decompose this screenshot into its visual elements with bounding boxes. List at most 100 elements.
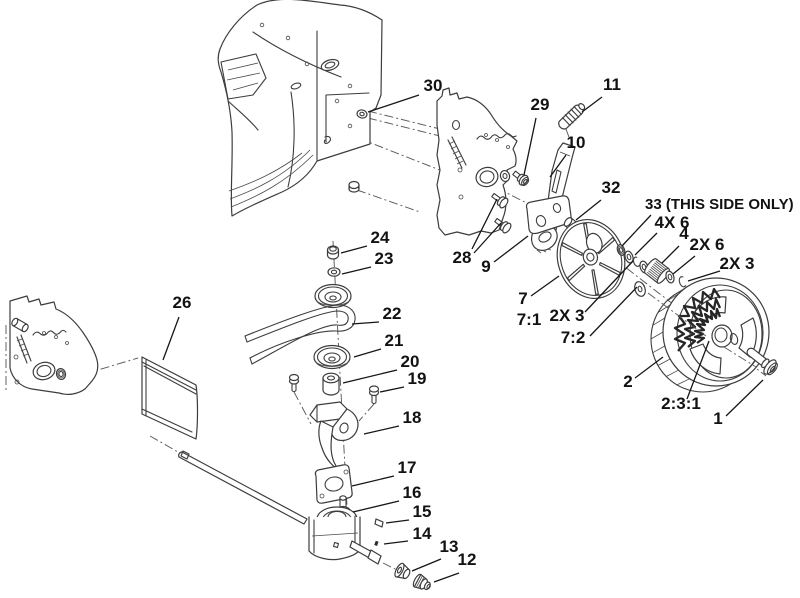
spacer-20 [322, 372, 340, 396]
callout-label: 10 [567, 133, 586, 152]
callout-label: 7:1 [517, 310, 542, 329]
housing-flange-nut [348, 180, 360, 193]
callout-label: 7:2 [561, 328, 586, 347]
rear-wheel-2 [647, 277, 770, 393]
washer-33 [616, 244, 626, 256]
nut-24 [326, 245, 340, 260]
callout-9: 9 [481, 235, 529, 276]
callout-label: 32 [602, 178, 621, 197]
drive-belt-22 [244, 304, 356, 365]
axle-shaft [178, 450, 308, 525]
washer-6-c [665, 270, 675, 284]
housing-handle-slot [320, 58, 340, 72]
callout-7-1: 7:1 [517, 310, 542, 329]
callout-label: 22 [383, 304, 402, 323]
key-14 [374, 540, 379, 547]
callout-label: 16 [403, 483, 422, 502]
transmission-bracket-18 [309, 401, 359, 471]
callout-1: 1 [713, 379, 764, 428]
callout-label: 18 [403, 408, 422, 427]
height-adjuster-plate-left [9, 295, 99, 395]
callout-20: 20 [342, 352, 420, 384]
callout-33-note: 33 (THIS SIDE ONLY) [621, 196, 794, 247]
gear-wheel-7 [556, 219, 626, 299]
bolt-28-lower [494, 217, 512, 234]
callout-19: 19 [379, 369, 427, 393]
callout-label: 13 [440, 537, 459, 556]
callout-24: 24 [340, 228, 390, 254]
callout-label: 24 [371, 228, 390, 247]
callout-14: 14 [383, 524, 432, 545]
height-adjuster-plate-right [436, 87, 518, 236]
callout-32: 32 [575, 178, 621, 221]
callout-10: 10 [549, 133, 586, 178]
idler-pulley [314, 283, 352, 309]
snap-ring-3-b [678, 276, 687, 288]
callout-label: 28 [453, 248, 472, 267]
callout-2x6: 2X 6 [672, 235, 724, 275]
wheel-gear-teeth [673, 287, 722, 352]
transmission-pulley-21 [313, 344, 351, 370]
cam-scallops [476, 133, 517, 140]
cable-clip [323, 135, 331, 145]
pivot-washer [499, 169, 511, 183]
callout-label: 29 [531, 95, 550, 114]
callout-7-2: 7:2 [561, 286, 638, 347]
bushing-13 [394, 562, 411, 580]
callout-21: 21 [353, 331, 404, 358]
keyed-pin-15 [374, 518, 384, 528]
callout-label: 4 [679, 224, 689, 243]
callout-label: 7 [518, 289, 527, 308]
callout-13: 13 [411, 537, 459, 572]
callout-2-3-1: 2:3:1 [661, 340, 710, 413]
callout-29: 29 [523, 95, 550, 176]
mower-housing [217, 0, 383, 217]
callout-11: 11 [581, 75, 621, 113]
bolt-19-left [288, 373, 300, 393]
callout-label: 19 [408, 369, 427, 388]
callout-label: 1 [713, 409, 722, 428]
pivot-washer-left [55, 367, 67, 381]
adjuster-grip-11 [558, 103, 586, 130]
nut-30 [356, 109, 368, 119]
torsion-spring-left [16, 334, 32, 364]
callout-2: 2 [623, 356, 664, 391]
callout-label: 2X 3 [550, 306, 585, 325]
callout-26: 26 [162, 293, 192, 361]
thrust-washer-7-2 [634, 281, 646, 297]
belt-guard-26 [141, 356, 199, 440]
callout-23: 23 [341, 249, 393, 275]
callout-label: 17 [398, 458, 417, 477]
wheel-bracket-9 [525, 195, 572, 235]
callout-label: 20 [401, 352, 420, 371]
callout-4x6: 4X 6 [634, 213, 690, 256]
callout-22: 22 [351, 304, 402, 325]
bolt-28-upper [491, 192, 509, 209]
callout-label: 4X 6 [655, 213, 690, 232]
callout-18: 18 [363, 408, 422, 435]
callout-label: 9 [481, 257, 490, 276]
callout-label: 2 [623, 372, 632, 391]
callout-17: 17 [351, 458, 417, 487]
wheel-spoke-cutout [689, 343, 722, 375]
callout-label: 12 [458, 550, 477, 569]
pivot-bearing [475, 166, 499, 188]
snap-ring-3-a [632, 256, 640, 267]
callout-label: 21 [385, 331, 404, 350]
callout-label: 30 [424, 76, 443, 95]
callout-label: 26 [173, 293, 192, 312]
washer-23 [327, 267, 341, 277]
callout-label: 11 [603, 75, 621, 94]
axle-key-tip [367, 549, 382, 565]
centerlines [5, 110, 767, 571]
callout-2x3-right: 2X 3 [687, 254, 754, 282]
callout-label: 33 (THIS SIDE ONLY) [645, 196, 794, 213]
callout-2x3-left: 2X 3 [550, 260, 634, 325]
axle-bolt-1 [746, 347, 778, 376]
pivot-bearing-left [32, 361, 56, 381]
callout-label: 2:3:1 [661, 394, 701, 413]
cam-scallops-left [32, 329, 67, 336]
pivot-pin [11, 317, 29, 333]
